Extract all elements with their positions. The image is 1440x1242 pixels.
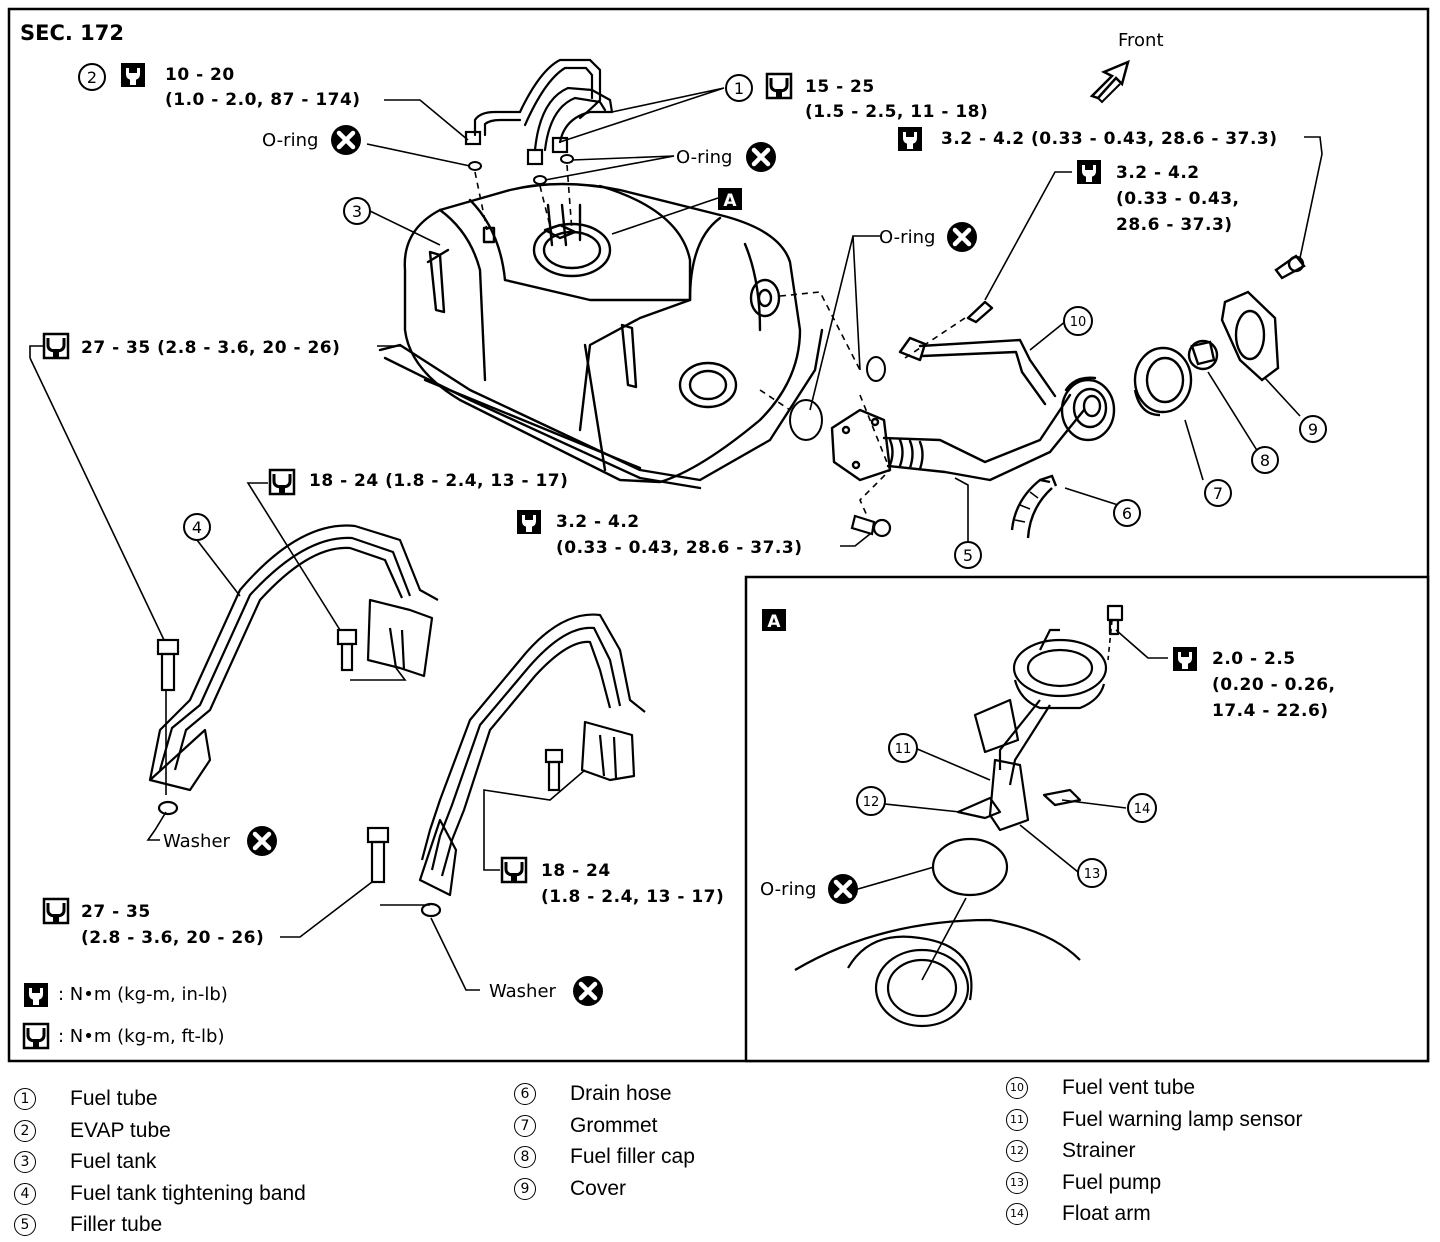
grommet xyxy=(1133,346,1193,417)
replace-x-icon xyxy=(573,976,603,1006)
svg-text:12: 12 xyxy=(863,795,880,810)
o-ring-parts xyxy=(468,154,886,441)
svg-text:11: 11 xyxy=(895,742,912,757)
bolts xyxy=(156,514,892,918)
torque-vent-bolt-conversion-1: (0.33 - 0.43, xyxy=(1116,189,1240,209)
replace-x-icon xyxy=(247,826,277,856)
torque-tank-left: 27 - 35 (2.8 - 3.6, 20 - 26) xyxy=(81,338,340,358)
svg-text:2: 2 xyxy=(87,68,97,87)
torque-wrench-ft-icon xyxy=(765,72,793,100)
svg-text:8: 8 xyxy=(1260,451,1270,470)
torque-vent-bolt-value: 3.2 - 4.2 xyxy=(1116,163,1200,183)
torque-vent-bolt-conversion-2: 28.6 - 37.3) xyxy=(1116,215,1233,235)
torque-filler-bolt-conversion: (0.33 - 0.43, 28.6 - 37.3) xyxy=(556,538,802,558)
svg-text:5: 5 xyxy=(963,546,973,565)
torque-wrench-ft-icon xyxy=(268,468,296,496)
replace-x-icon xyxy=(331,125,361,155)
unit-key-in-lb: : N•m (kg-m, in-lb) xyxy=(58,984,228,1005)
callout-texts: 1 2 3 4 5 6 7 8 9 10 11 12 13 14 xyxy=(87,68,1318,882)
washer-label: Washer xyxy=(489,981,557,1002)
inset-marker-a xyxy=(718,188,742,211)
svg-text:14: 14 xyxy=(1134,802,1151,817)
drain-hose xyxy=(1010,474,1058,539)
torque-wrench-icon xyxy=(517,510,541,534)
torque-tank-lower-value: 27 - 35 xyxy=(81,902,151,922)
replace-x-icon xyxy=(828,874,858,904)
section-label: SEC. 172 xyxy=(20,21,124,45)
unit-key-in-lb-icon xyxy=(24,983,48,1007)
torque-wrench-icon xyxy=(1173,647,1197,671)
torque-wrench-icon xyxy=(121,63,145,87)
callout-13 xyxy=(1077,858,1107,888)
replace-x-icon xyxy=(746,142,776,172)
svg-text:4: 4 xyxy=(192,518,202,537)
fuel-tank-tightening-band xyxy=(148,524,646,897)
torque-evap-value: 10 - 20 xyxy=(165,65,235,85)
svg-text:9: 9 xyxy=(1308,420,1318,439)
torque-wrench-ft-icon xyxy=(500,856,528,884)
callout-1 xyxy=(725,74,753,102)
torque-wrench-ft-icon xyxy=(42,897,70,925)
svg-text:1: 1 xyxy=(734,79,744,98)
inset-marker-a xyxy=(762,609,786,632)
unit-key-ft-lb: : N•m (kg-m, ft-lb) xyxy=(58,1026,225,1047)
callout-2 xyxy=(78,63,106,91)
unit-key-ft-lb-icon xyxy=(22,1022,50,1050)
washer-label: Washer xyxy=(163,831,231,852)
torque-wrench-ft-icon xyxy=(42,332,70,360)
front-arrow-icon xyxy=(1089,59,1130,104)
torque-pump-value: 2.0 - 2.5 xyxy=(1212,649,1296,669)
torque-band-upper: 18 - 24 (1.8 - 2.4, 13 - 17) xyxy=(309,471,568,491)
callout-4 xyxy=(183,513,211,541)
svg-text:13: 13 xyxy=(1084,867,1101,882)
torque-wrench-icon xyxy=(898,127,922,151)
svg-text:10: 10 xyxy=(1070,315,1087,330)
svg-text:6: 6 xyxy=(1122,504,1132,523)
fuel-filler-cap xyxy=(1187,339,1219,371)
torque-filler-bolt-value: 3.2 - 4.2 xyxy=(556,512,640,532)
torque-evap-conversion: (1.0 - 2.0, 87 - 174) xyxy=(165,90,361,110)
torque-tank-lower-conversion: (2.8 - 3.6, 20 - 26) xyxy=(81,928,264,948)
torque-wrench-icon xyxy=(1077,160,1101,184)
torque-pump-conversion-2: 17.4 - 22.6) xyxy=(1212,701,1329,721)
torque-fuel-tube-value: 15 - 25 xyxy=(805,77,875,97)
replace-x-icon xyxy=(947,222,977,252)
svg-text:7: 7 xyxy=(1213,484,1223,503)
o-ring-label: O-ring xyxy=(879,227,935,248)
svg-text:3: 3 xyxy=(352,202,362,221)
callout-3 xyxy=(343,197,371,225)
o-ring-label: O-ring xyxy=(262,130,318,151)
o-ring-label: O-ring xyxy=(676,147,732,168)
inset-fuel-pump-assembly xyxy=(794,604,1124,1028)
torque-band-lower-value: 18 - 24 xyxy=(541,861,611,881)
o-ring-label: O-ring xyxy=(760,879,816,900)
front-label: Front xyxy=(1118,30,1164,51)
callout-12 xyxy=(856,786,886,816)
callout-11 xyxy=(888,733,918,763)
fuel-tubes xyxy=(464,58,614,166)
torque-band-lower-conversion: (1.8 - 2.4, 13 - 17) xyxy=(541,887,724,907)
callout-9 xyxy=(1299,415,1327,443)
torque-pump-conversion-1: (0.20 - 0.26, xyxy=(1212,675,1336,695)
callout-14 xyxy=(1127,793,1157,823)
leader-lines xyxy=(29,87,1323,991)
callout-numbers xyxy=(78,63,1327,888)
filler-tube-assembly xyxy=(830,300,1116,482)
callout-6 xyxy=(1113,499,1141,527)
torque-fuel-tube-conversion: (1.5 - 2.5, 11 - 18) xyxy=(805,102,988,122)
inset-leader-lines xyxy=(857,619,1168,981)
callout-5 xyxy=(954,541,982,569)
callout-8 xyxy=(1251,446,1279,474)
callout-7 xyxy=(1204,479,1232,507)
callout-10 xyxy=(1063,306,1093,336)
cover xyxy=(1220,254,1306,382)
fuel-tank xyxy=(378,182,824,490)
torque-cover-bolt: 3.2 - 4.2 (0.33 - 0.43, 28.6 - 37.3) xyxy=(941,129,1278,149)
